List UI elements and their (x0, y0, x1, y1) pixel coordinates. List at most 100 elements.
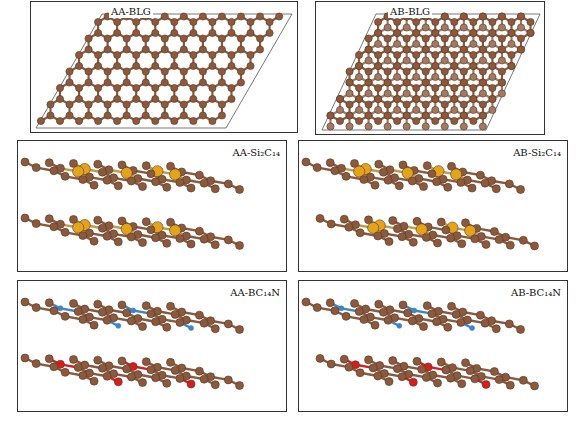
carbon-atom (355, 95, 362, 102)
carbon-atom (340, 355, 348, 363)
carbon-atom (519, 236, 527, 244)
carbon-atom (498, 13, 505, 20)
carbon-atom (152, 84, 159, 91)
carbon-atom (163, 239, 171, 247)
carbon-atom (479, 24, 486, 31)
carbon-atom (422, 24, 429, 31)
carbon-atom (399, 301, 407, 309)
carbon-atom (365, 101, 372, 108)
carbon-atom (142, 218, 150, 226)
carbon-atom (495, 376, 503, 384)
carbon-atom (394, 29, 401, 36)
carbon-atom (218, 35, 225, 42)
carbon-atom (50, 167, 58, 175)
carbon-atom (384, 112, 391, 119)
carbon-atom (508, 62, 515, 69)
carbon-atom (61, 312, 69, 320)
carbon-atom (127, 317, 135, 325)
carbon-atom (492, 185, 500, 193)
carbon-atom (458, 380, 466, 388)
carbon-atom (432, 73, 439, 80)
dopant-atom (397, 323, 402, 328)
carbon-atom (327, 123, 334, 130)
carbon-atom (479, 112, 486, 119)
carbon-atom (114, 84, 121, 91)
carbon-atom (384, 68, 391, 75)
carbon-atom (379, 168, 387, 176)
carbon-atom (384, 101, 391, 108)
carbon-atom (190, 62, 197, 69)
carbon-atom (374, 232, 382, 240)
carbon-atom (327, 220, 335, 228)
carbon-atom (66, 68, 73, 75)
carbon-atom (211, 241, 219, 249)
panel-label: AA-BC₁₄N (228, 287, 282, 299)
carbon-atom (133, 29, 140, 36)
carbon-atom (451, 106, 458, 113)
carbon-atom (74, 307, 82, 315)
carbon-atom (114, 95, 121, 102)
carbon-atom (460, 35, 467, 42)
carbon-atom (104, 35, 111, 42)
carbon-atom (313, 164, 321, 172)
carbon-atom (527, 18, 534, 25)
carbon-atom (470, 62, 477, 69)
carbon-atom (228, 62, 235, 69)
panel-label: AB-BLG (388, 6, 432, 18)
carbon-atom (237, 35, 244, 42)
carbon-atom (470, 29, 477, 36)
carbon-atom (441, 24, 448, 31)
carbon-atom (195, 171, 203, 179)
carbon-atom (460, 90, 467, 97)
carbon-atom (384, 79, 391, 86)
carbon-atom (327, 112, 334, 119)
panel-label: AB-BC₁₄N (509, 287, 563, 299)
carbon-atom (247, 62, 254, 69)
carbon-atom (342, 312, 350, 320)
carbon-atom (195, 367, 203, 375)
carbon-atom (94, 356, 102, 364)
carbon-atom (451, 40, 458, 47)
dopant-atom (189, 326, 194, 331)
carbon-atom (85, 46, 92, 53)
carbon-atom (498, 46, 505, 53)
carbon-atom (432, 106, 439, 113)
carbon-atom (152, 95, 159, 102)
carbon-atom (190, 18, 197, 25)
carbon-atom (517, 46, 524, 53)
carbon-atom (114, 238, 122, 246)
carbon-atom (365, 123, 372, 130)
side-view-layer (21, 158, 244, 193)
side-view-layer (21, 354, 244, 389)
carbon-atom (365, 68, 372, 75)
carbon-atom (95, 51, 102, 58)
carbon-atom (199, 13, 206, 20)
carbon-atom (470, 18, 477, 25)
carbon-atom (147, 366, 155, 374)
carbon-atom (479, 68, 486, 75)
carbon-atom (133, 51, 140, 58)
carbon-atom (374, 372, 382, 380)
carbon-atom (371, 181, 379, 189)
carbon-atom (460, 79, 467, 86)
carbon-atom (95, 84, 102, 91)
carbon-atom (218, 79, 225, 86)
carbon-atom (441, 68, 448, 75)
carbon-atom (375, 40, 382, 47)
carbon-atom (142, 68, 149, 75)
carbon-atom (441, 46, 448, 53)
carbon-atom (489, 62, 496, 69)
carbon-atom (336, 95, 343, 102)
carbon-atom (490, 368, 498, 376)
carbon-atom (147, 170, 155, 178)
carbon-atom (118, 357, 126, 365)
carbon-atom (123, 68, 130, 75)
panel-label: AB-Si₂C₁₄ (511, 147, 563, 159)
carbon-atom (384, 46, 391, 53)
carbon-atom (470, 106, 477, 113)
carbon-atom (384, 24, 391, 31)
carbon-atom (199, 112, 206, 119)
carbon-atom (331, 307, 339, 315)
carbon-atom (375, 29, 382, 36)
carbon-atom (123, 79, 130, 86)
